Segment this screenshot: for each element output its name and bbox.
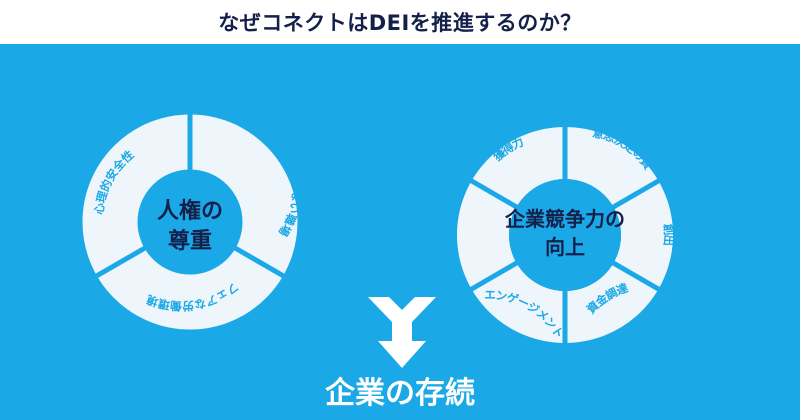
left-wheel-center (139, 171, 241, 273)
right-center-line1: 企業競争力の (504, 207, 625, 231)
bottom-result-text: 企業の存続 (325, 376, 475, 411)
left-center-line2: 尊重 (168, 228, 212, 254)
merge-arrow-icon (368, 297, 436, 368)
right-wheel-center (509, 179, 621, 291)
right-wheel: グローバル人材 獲得力 意思決定の質 イノベーション 創出 資金調達 エンゲージ… (429, 115, 691, 345)
right-segment-label: リスク (429, 215, 445, 254)
page-title: なぜコネクトはDEIを推進するのか？ (218, 11, 582, 35)
left-center-line1: 人権の (157, 198, 223, 224)
right-center-line2: 向上 (545, 235, 585, 259)
right-segment-label: 創出 (661, 222, 676, 246)
left-wheel: 心理的安全性 差別のない職場 フェアな労働環境 人権の 尊重 (82, 110, 304, 330)
right-segment-label: 管理能力 (444, 212, 461, 258)
